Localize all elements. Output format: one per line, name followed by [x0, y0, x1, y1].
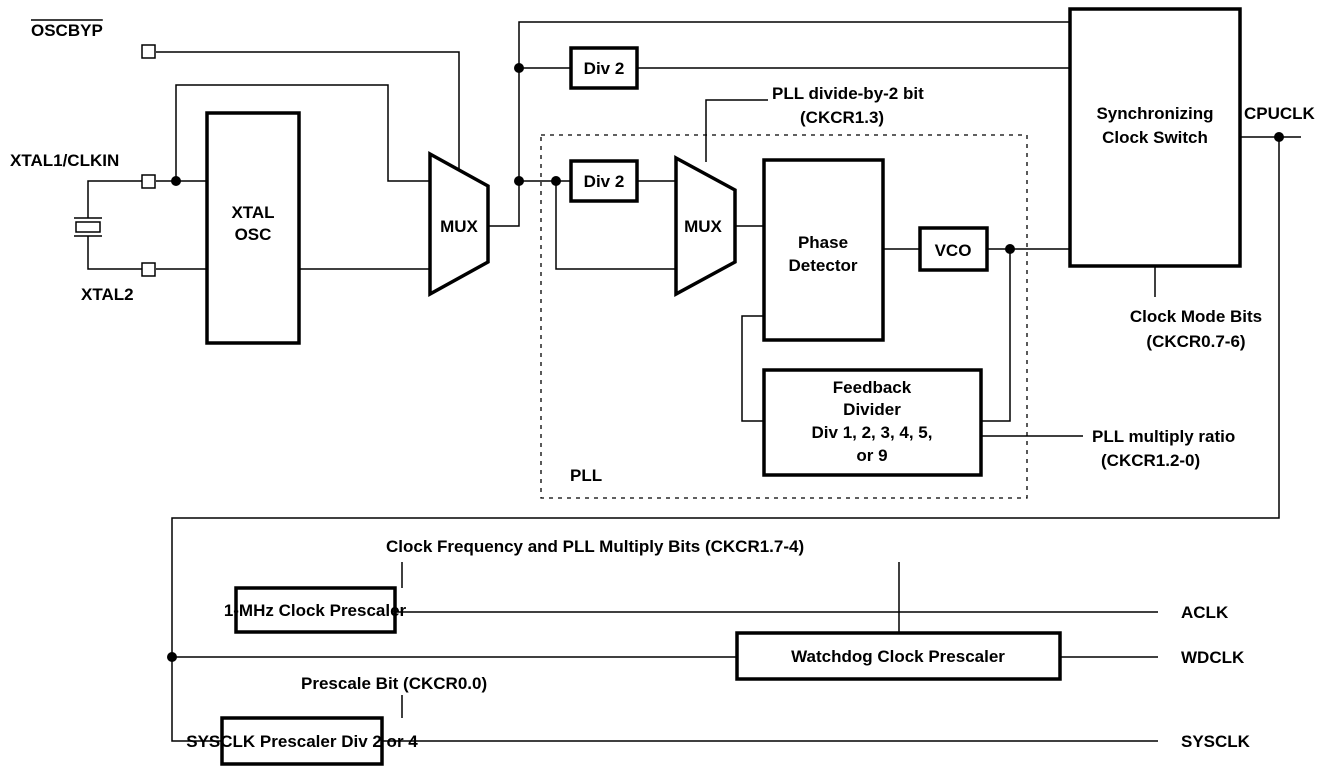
cpuclk-label: CPUCLK [1244, 104, 1316, 123]
prescaler-1mhz-block [234, 586, 397, 634]
feedback-divider-label-3: Div 1, 2, 3, 4, 5, [812, 423, 933, 442]
prescaler-1mhz-label: 1-MHz Clock Prescaler [224, 601, 407, 620]
sync-switch-label-1: Synchronizing [1096, 104, 1213, 123]
xtal2-pin [141, 262, 156, 277]
feedback-divider-label-1: Feedback [833, 378, 912, 397]
phase-detector-block [762, 158, 885, 342]
junctions [167, 63, 1284, 662]
sysclk-prescaler-label: SYSCLK Prescaler Div 2 or 4 [186, 732, 418, 751]
feedback-divider-block [762, 368, 983, 477]
mux1-label: MUX [440, 217, 478, 236]
pll-group-label: PLL [570, 466, 602, 485]
oscbyp-label: OSCBYP [31, 21, 103, 40]
mux1-block [428, 151, 490, 297]
xtal1-pin [141, 174, 156, 189]
feedback-divider-label-4: or 9 [856, 446, 887, 465]
prescale-bit-label: Prescale Bit (CKCR0.0) [301, 674, 487, 693]
xtal2-label: XTAL2 [81, 285, 134, 304]
vco-label: VCO [935, 241, 972, 260]
sysclk-label: SYSCLK [1181, 732, 1251, 751]
freq-pll-bits-label: Clock Frequency and PLL Multiply Bits (C… [386, 537, 804, 556]
watchdog-prescaler-label: Watchdog Clock Prescaler [791, 647, 1005, 666]
xtal-osc-block [205, 111, 301, 345]
feedback-divider-label-2: Divider [843, 400, 901, 419]
clock-mode-bits-label-2: (CKCR0.7-6) [1146, 332, 1245, 351]
div2-pll-block [569, 159, 639, 203]
aclk-label: ACLK [1181, 603, 1229, 622]
clock-mode-bits-label-1: Clock Mode Bits [1130, 307, 1262, 326]
oscbyp-pin [141, 44, 156, 59]
mux2-block [674, 155, 737, 297]
phase-detector-label-1: Phase [798, 233, 848, 252]
pll-multiply-ratio-label-1: PLL multiply ratio [1092, 427, 1235, 446]
phase-detector-label-2: Detector [789, 256, 858, 275]
sysclk-prescaler-block [220, 716, 384, 766]
xtal-osc-label-1: XTAL [231, 203, 274, 222]
vco-block [918, 226, 989, 272]
div2-top-label: Div 2 [584, 59, 625, 78]
mux2-label: MUX [684, 217, 722, 236]
div2-top-block [569, 46, 639, 90]
sync-clock-switch-block [1068, 7, 1242, 268]
sync-switch-label-2: Clock Switch [1102, 128, 1208, 147]
pll-div-bit-label-2: (CKCR1.3) [800, 108, 884, 127]
pll-group-box [540, 134, 1028, 499]
pll-multiply-ratio-label-2: (CKCR1.2-0) [1101, 451, 1200, 470]
wires [87, 21, 1301, 742]
crystal-icon [74, 217, 102, 237]
xtal1-label: XTAL1/CLKIN [10, 151, 119, 170]
watchdog-prescaler-block [735, 631, 1062, 681]
div2-pll-label: Div 2 [584, 172, 625, 191]
xtal-osc-label-2: OSC [235, 225, 272, 244]
pll-div-bit-label-1: PLL divide-by-2 bit [772, 84, 924, 103]
wdclk-label: WDCLK [1181, 648, 1245, 667]
